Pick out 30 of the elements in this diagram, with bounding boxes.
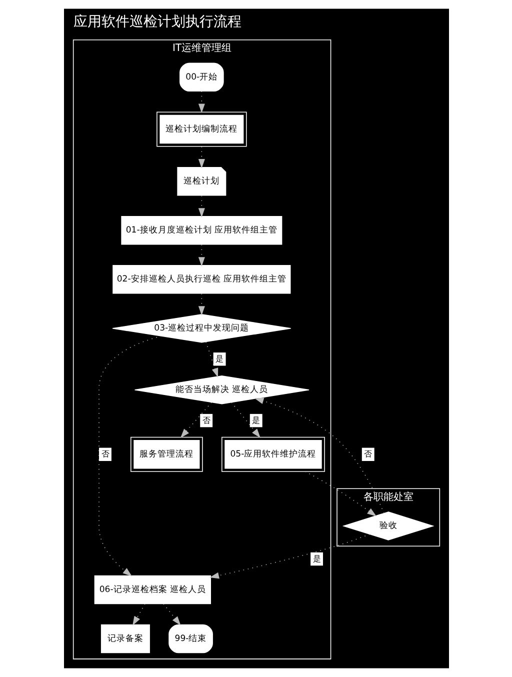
node-box: 01-接收月度巡检计划 应用软件组主管 — [120, 216, 282, 245]
node-diamond: 验收 — [342, 512, 434, 540]
arrow — [198, 244, 204, 266]
node-box: 巡检计划编制流程 — [156, 112, 246, 147]
node-box: 05-应用软件维护流程 — [221, 436, 324, 472]
diagram-title: 应用软件巡检计划执行流程 — [73, 14, 242, 30]
arrow — [205, 341, 218, 378]
node-box: 99-结束 — [168, 624, 212, 654]
edge-label: 否 — [364, 450, 372, 459]
arrow — [209, 534, 370, 579]
node-diamond: 03-巡检过程中发现问题 — [112, 314, 291, 343]
arrow — [132, 604, 145, 626]
node-box: 00-开始 — [179, 62, 224, 92]
arrow — [304, 471, 376, 516]
node-box: 服务管理流程 — [130, 436, 202, 472]
arrow — [198, 90, 204, 114]
arrow — [162, 604, 180, 626]
node-box: 02-安排巡检人员执行巡检 应用软件组主管 — [112, 265, 290, 294]
arrow — [198, 293, 204, 316]
edge-label: 是 — [215, 354, 224, 364]
edge-label: 是 — [252, 416, 260, 425]
arrow — [198, 146, 204, 168]
arrow — [198, 195, 204, 218]
edge-label: 否 — [202, 416, 210, 425]
edge-label: 是 — [312, 554, 320, 564]
edge-label: 否 — [100, 450, 109, 459]
arrow — [230, 402, 260, 438]
node-box: 06-记录巡检档案 巡检人员 — [94, 575, 210, 604]
arrow — [254, 398, 384, 514]
node-box: 记录备案 — [100, 624, 150, 654]
